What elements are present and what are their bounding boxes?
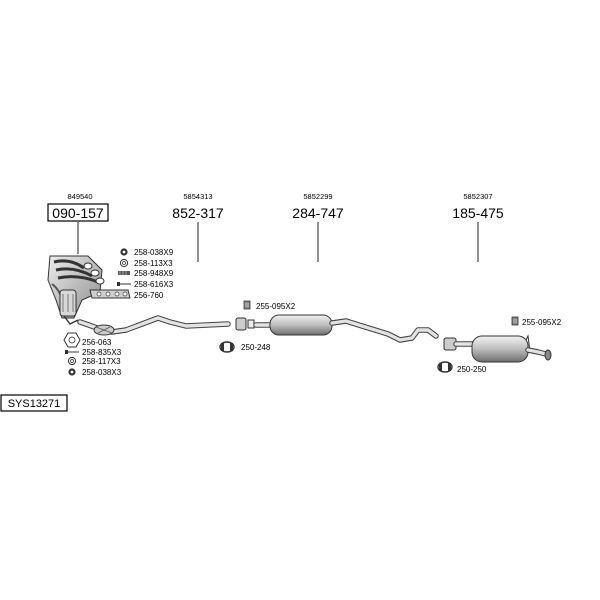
hw-label: 250-250 [457, 365, 487, 374]
hw-label: 258-038X3 [82, 368, 122, 377]
hw-label: 258-113X3 [134, 259, 173, 268]
bracket-icon [511, 316, 519, 326]
middle-silencer-drawing [253, 314, 439, 343]
part-number: 284-747 [292, 205, 344, 221]
part-number-box [47, 203, 109, 222]
system-id: SYS13271 [8, 398, 61, 410]
hw-item[interactable]: 258-113X3 [119, 258, 173, 268]
hw-label: 256-063 [82, 338, 112, 347]
part-number: 185-475 [452, 205, 504, 221]
hw-label: 255-095X2 [522, 318, 562, 327]
hw-item[interactable]: 258-948X9 [118, 269, 174, 278]
hw-label: 255-095X2 [256, 302, 296, 311]
hw-label: 258-117X3 [82, 357, 121, 366]
front-pipe-bracket[interactable]: 255-095X2 [243, 300, 296, 311]
hw-label: 256-760 [134, 291, 164, 300]
hw-label: 258-948X9 [134, 269, 174, 278]
clamp-icon [219, 341, 235, 353]
system-id-label: SYS13271 [0, 394, 68, 412]
hw-item[interactable]: 258-038X3 [68, 368, 122, 377]
front-pipe-clamp[interactable]: 250-248 [219, 341, 271, 353]
callout-manifold[interactable]: 849540 090-157 [47, 192, 109, 254]
rear-clamp[interactable]: 250-250 [437, 361, 487, 374]
part-number: 090-157 [52, 205, 104, 221]
front-joint-drawing [235, 317, 255, 331]
part-number: 852-317 [172, 205, 224, 221]
ref-number: 5852307 [463, 192, 492, 201]
gasket-ring-icon [63, 332, 81, 348]
front-pipe-drawing [77, 315, 231, 336]
washer-icon [119, 258, 129, 268]
callout-middle-silencer[interactable]: 5852299 284-747 [292, 192, 344, 262]
hw-label: 258-038X9 [134, 248, 174, 257]
manifold-hardware-left: 256-063 258-835X3 258-117X3 258-038X3 [63, 332, 122, 377]
hw-label: 258-616X3 [134, 280, 174, 289]
hw-item[interactable]: 258-117X3 [67, 356, 121, 366]
rear-bracket[interactable]: 255-095X2 [511, 316, 562, 327]
ref-number: 5852299 [303, 192, 332, 201]
callout-front-pipe[interactable]: 5854313 852-317 [172, 192, 224, 262]
manifold-gasket-drawing [89, 289, 131, 299]
clamp-icon [437, 361, 453, 373]
hw-item[interactable]: 258-038X9 [120, 248, 174, 257]
manifold-hardware-right: 258-038X9 258-113X3 258-948X9 258-616X3 … [117, 248, 174, 300]
ref-number: 5854313 [183, 192, 212, 201]
manifold-drawing [47, 255, 105, 325]
rear-silencer-drawing [443, 334, 552, 363]
stud-icon [118, 271, 130, 275]
bracket-icon [243, 300, 251, 310]
hw-item[interactable]: 256-760 [131, 291, 164, 300]
washer-icon [67, 356, 77, 366]
callout-rear-silencer[interactable]: 5852307 185-475 [452, 192, 504, 262]
hw-item[interactable]: 256-063 [63, 332, 112, 348]
hw-label: 250-248 [241, 343, 271, 352]
ref-number: 849540 [67, 192, 92, 201]
hw-label: 258-835X3 [82, 348, 122, 357]
hw-item[interactable]: 258-616X3 [117, 280, 174, 289]
hw-item[interactable]: 258-835X3 [65, 348, 122, 357]
